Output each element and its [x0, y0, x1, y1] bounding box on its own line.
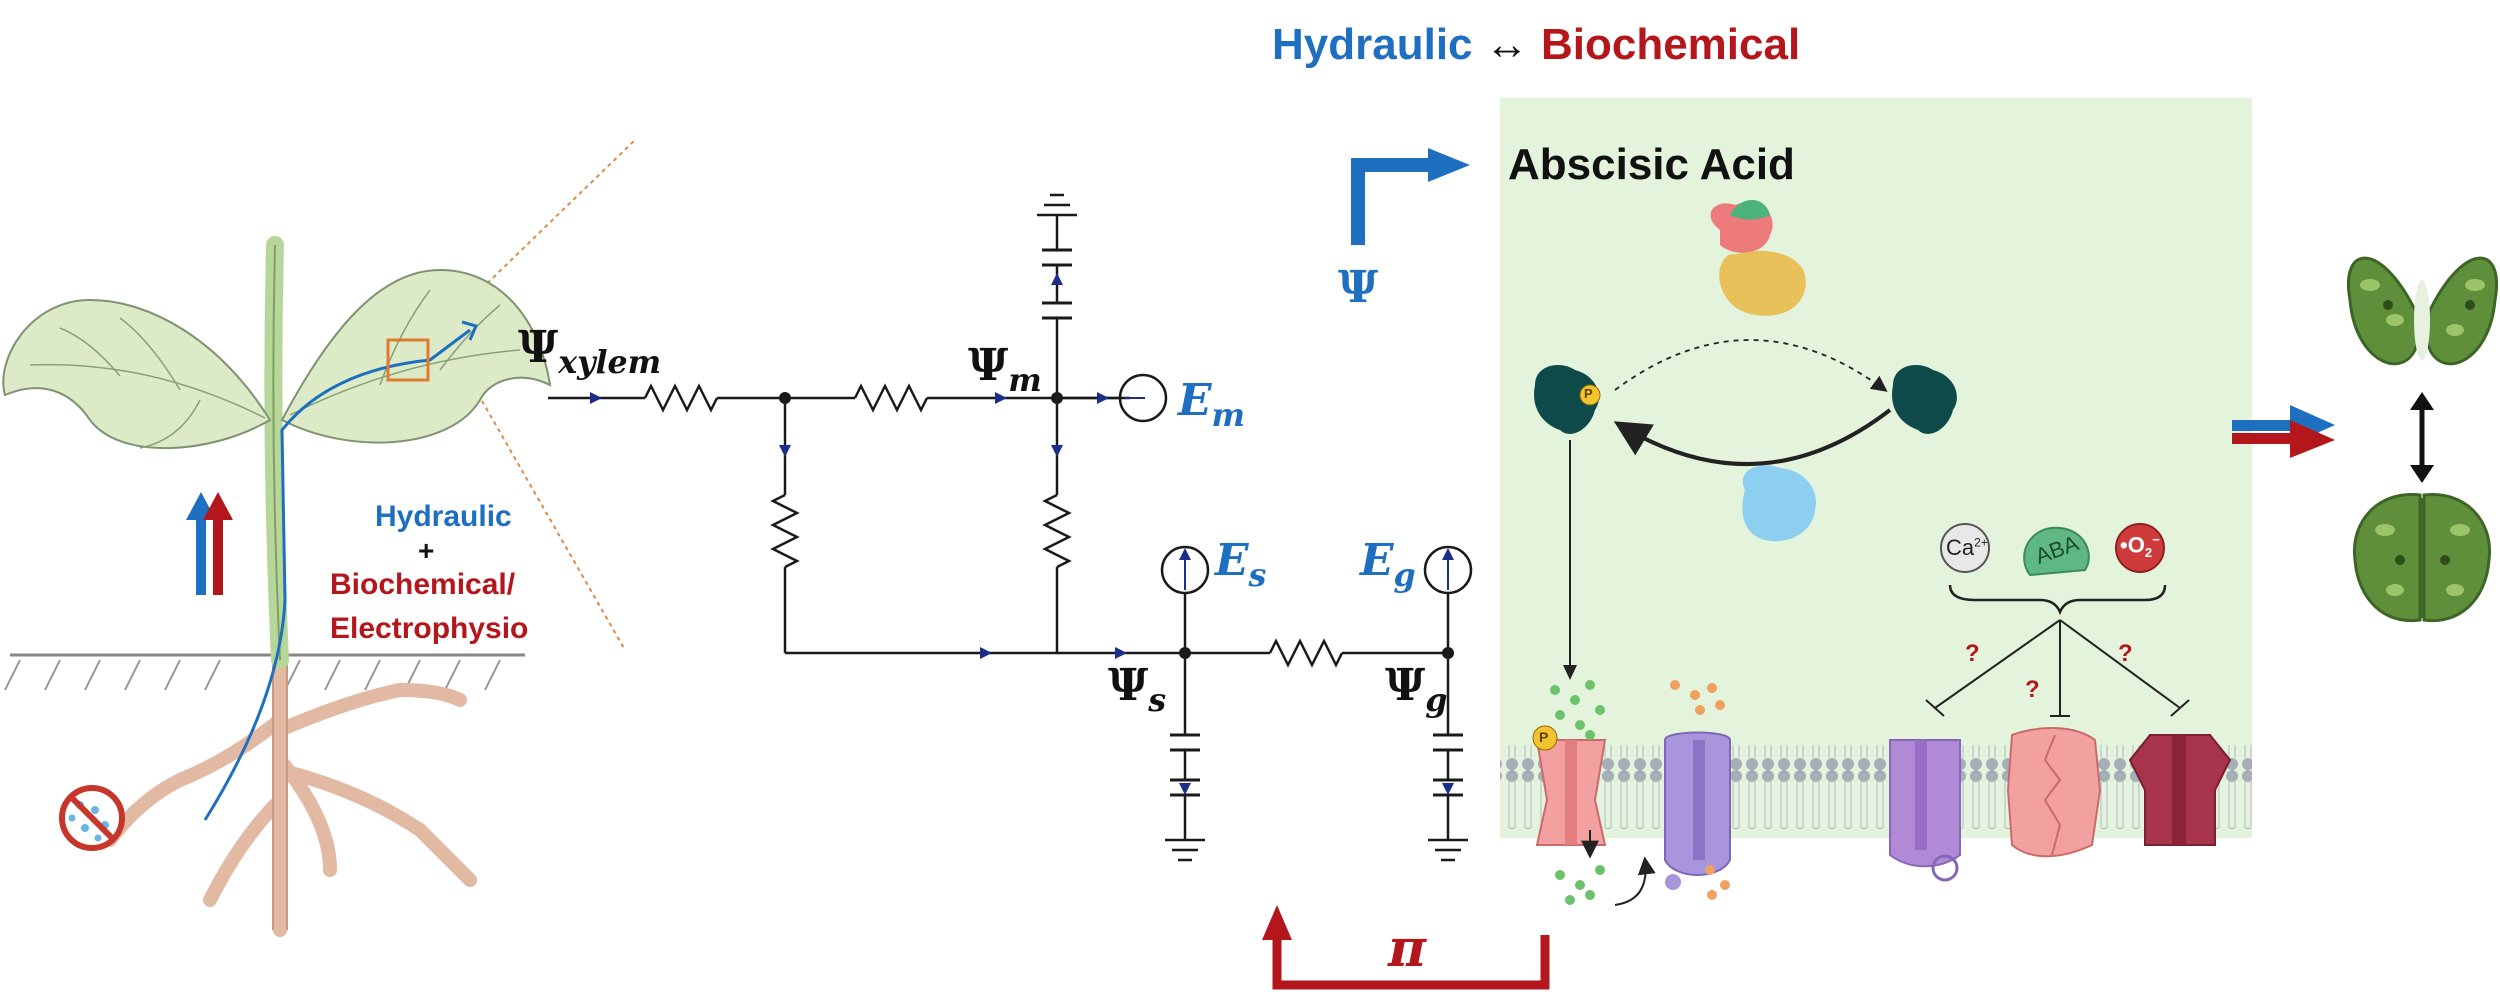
- inhibition-lines: [1925, 619, 2190, 717]
- label-psi-g: Ψg: [1385, 660, 1448, 720]
- pi-feedback-arrow: [1262, 905, 1550, 990]
- superoxide-circle: [2115, 523, 2165, 573]
- header-biochemical: Biochemical: [1540, 20, 1801, 69]
- resistor-1: [643, 383, 719, 413]
- calcium-label: Ca2+: [1946, 535, 1988, 560]
- soil-hatching: [4, 659, 501, 691]
- circuit-nodes: [779, 392, 1454, 659]
- plant-label-electrophysio: Electrophysio: [330, 612, 529, 645]
- stoma-closed: [2352, 492, 2492, 623]
- channel-maroon: [2128, 734, 2232, 846]
- kinase-dephosphorylated: [1892, 365, 1957, 434]
- stem-outline: [272, 244, 281, 661]
- right-leaf: [280, 268, 552, 444]
- panel-title: Abscisic Acid: [1508, 140, 1795, 189]
- phospho-label-channel: P: [1539, 729, 1549, 745]
- kinase-phosphorylated: [1534, 365, 1601, 434]
- psi-input-label: Ψ: [1338, 262, 1379, 313]
- aba-shape: [2023, 526, 2090, 577]
- superoxide-label: •O2−: [2120, 532, 2160, 560]
- plant-illustration: [2, 139, 636, 937]
- resistor-3: [770, 493, 800, 569]
- question-mark-middle: ?: [2025, 676, 2040, 703]
- header-bidirectional-arrow: ↔: [1484, 20, 1529, 69]
- upward-flow-arrows: [186, 492, 233, 595]
- xylem-path: [203, 328, 471, 821]
- resistor-2: [853, 383, 929, 413]
- label-psi-s: Ψs: [1108, 660, 1167, 720]
- root-outline: [272, 650, 288, 930]
- left-leaf: [2, 298, 272, 450]
- source-arrows: [1125, 397, 1454, 590]
- signal-molecules: [1940, 523, 2165, 577]
- output-arrow: [2232, 405, 2335, 458]
- membrane: [1500, 745, 2252, 829]
- resistor-5: [1042, 493, 1072, 569]
- label-e-g: Eg: [1360, 535, 1416, 595]
- ion-flow-arrow: [1614, 856, 1656, 906]
- plant-label-biochemical: Biochemical/: [330, 568, 516, 601]
- aba-panel-bg: [1500, 98, 2252, 838]
- no-water-icon: [59, 785, 125, 851]
- pi-label: π: [1388, 918, 1427, 979]
- stomata-transition-arrow: [2410, 392, 2434, 483]
- psi-input-arrow: [1351, 148, 1470, 245]
- stoma-open: [2347, 256, 2498, 366]
- zoom-box: [386, 338, 430, 382]
- roots: [103, 643, 477, 937]
- orange-ions: [1670, 680, 1730, 900]
- solid-reactivation-arrow: [1613, 408, 1892, 467]
- channel-salmon: [2006, 727, 2102, 858]
- green-ions: [1550, 680, 1605, 905]
- question-mark-left: ?: [1965, 640, 1980, 667]
- circuit-wires: [548, 193, 1473, 862]
- curly-brace: [1948, 584, 2167, 616]
- calcium-circle: [1940, 523, 1990, 573]
- channel-pink: [1532, 725, 1607, 846]
- plant-label-hydraulic: Hydraulic: [375, 500, 512, 533]
- dashed-activation-arrow: [1614, 339, 1888, 392]
- label-e-s: Es: [1215, 535, 1267, 595]
- header-title: Hydraulic ↔ Biochemical: [1272, 20, 1800, 70]
- label-psi-m: Ψm: [968, 340, 1042, 400]
- label-e-m: Em: [1178, 375, 1246, 435]
- zoom-line-top: [469, 139, 636, 301]
- label-psi-xylem: Ψxylem: [518, 322, 662, 382]
- current-arrows: [590, 273, 1454, 795]
- resistor-4: [1268, 638, 1344, 668]
- plant-label-plus: +: [418, 535, 435, 566]
- protein-complex-top: [1710, 200, 1806, 316]
- question-mark-right: ?: [2118, 640, 2133, 667]
- header-hydraulic: Hydraulic: [1272, 20, 1473, 69]
- phospho-label-kinase: P: [1584, 386, 1593, 401]
- channel-lavender: [1664, 731, 1731, 890]
- channel-purple: [1889, 739, 1961, 882]
- phosphatase: [1742, 465, 1816, 542]
- zoom-line-bottom: [469, 379, 626, 651]
